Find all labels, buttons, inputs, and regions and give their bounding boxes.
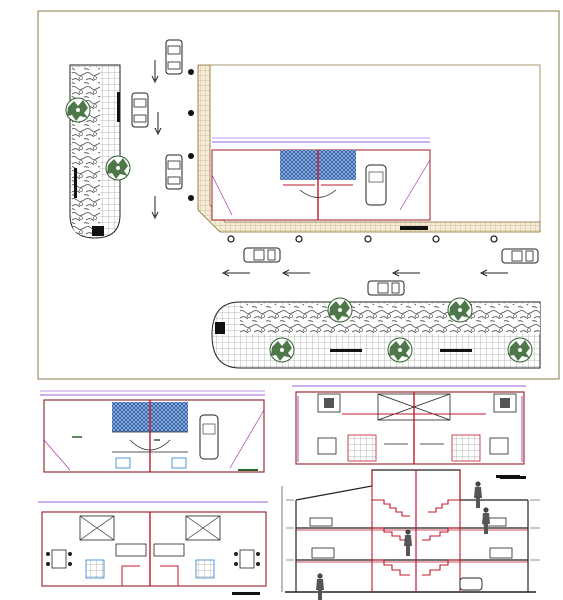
site-plan-frame xyxy=(37,10,560,380)
dining-table-icon xyxy=(234,549,260,569)
tree-icon xyxy=(105,155,131,181)
grid-markers xyxy=(227,235,498,243)
building-section xyxy=(281,469,540,600)
light-poles xyxy=(188,69,194,201)
tree-icon xyxy=(65,97,91,123)
stair-flights xyxy=(372,499,460,576)
site-plan xyxy=(37,10,560,380)
tree-icon xyxy=(507,337,533,363)
car-icon xyxy=(243,247,281,263)
ground-floor-plan xyxy=(40,390,265,473)
car-icon xyxy=(165,154,183,190)
tree-icon xyxy=(447,297,473,323)
car-icon xyxy=(501,248,539,264)
person-icon xyxy=(474,481,482,508)
bottom-sidewalk xyxy=(211,297,541,369)
car-icon xyxy=(131,92,149,128)
site-house-footprint xyxy=(211,137,431,230)
person-icon xyxy=(404,529,412,556)
car-icon xyxy=(367,280,405,296)
lot-perimeter-paving xyxy=(197,64,541,233)
tree-icon xyxy=(387,337,413,363)
direction-arrows-vertical xyxy=(151,60,162,220)
car-icon xyxy=(165,39,183,75)
tree-icon xyxy=(269,337,295,363)
first-floor-plan xyxy=(292,385,526,478)
tree-icon xyxy=(327,297,353,323)
dining-table-icon xyxy=(46,549,72,569)
person-icon xyxy=(316,573,324,600)
left-sidewalk xyxy=(65,64,131,239)
level-markers xyxy=(286,499,540,561)
second-floor-plan xyxy=(38,501,268,595)
